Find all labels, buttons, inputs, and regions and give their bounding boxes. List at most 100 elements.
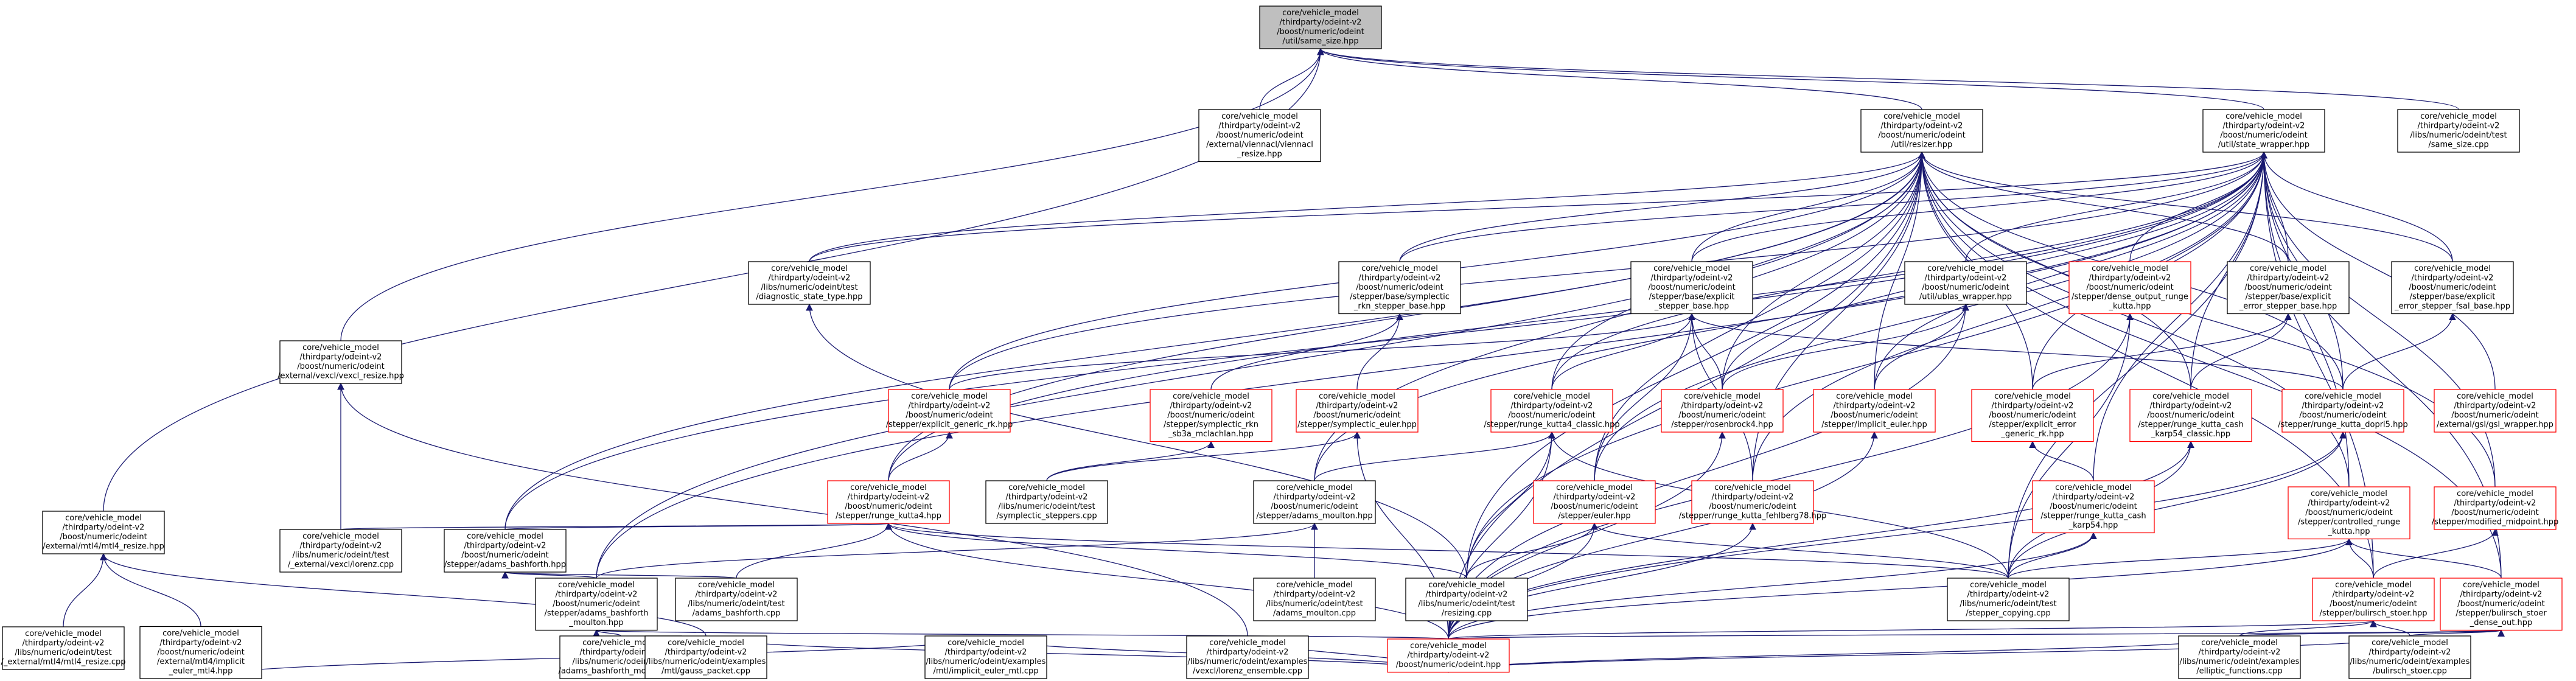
include-edge [2008, 313, 2134, 579]
graph-node-n29[interactable]: core/vehicle_model/thirdparty/odeint-v2/… [1533, 480, 1656, 524]
graph-node-n9[interactable]: core/vehicle_model/thirdparty/odeint-v2/… [1630, 261, 1753, 315]
graph-node-n17[interactable]: core/vehicle_model/thirdparty/odeint-v2/… [1296, 389, 1419, 433]
graph-node-n16[interactable]: core/vehicle_model/thirdparty/odeint-v2/… [1150, 389, 1272, 442]
graph-node-n19[interactable]: core/vehicle_model/thirdparty/odeint-v2/… [1661, 389, 1784, 433]
graph-node-n34[interactable]: core/vehicle_model/thirdparty/odeint-v2/… [279, 529, 402, 573]
graph-node-n47[interactable]: core/vehicle_model/thirdparty/odeint-v2/… [1186, 635, 1309, 679]
node-label-line: /stepper/implicit_euler.hpp [1821, 421, 1927, 430]
node-label-line: /external/gsl/gsl_wrapper.hpp [2437, 421, 2553, 430]
node-label-line: /thirdparty/odeint-v2 [1426, 590, 1508, 599]
graph-node-n2[interactable]: core/vehicle_model/thirdparty/odeint-v2/… [1860, 109, 1983, 153]
include-edge [1448, 303, 1969, 640]
include-edge [2370, 620, 2410, 637]
node-label-line: /thirdparty/odeint-v2 [2460, 590, 2543, 599]
graph-node-n8[interactable]: core/vehicle_model/thirdparty/odeint-v2/… [1338, 261, 1461, 315]
node-label-line: /mtl/implicit_euler_mtl.cpp [933, 667, 1038, 676]
graph-node-n22[interactable]: core/vehicle_model/thirdparty/odeint-v2/… [2129, 389, 2252, 442]
graph-node-n23[interactable]: core/vehicle_model/thirdparty/odeint-v2/… [2278, 389, 2408, 433]
include-edge [806, 303, 1467, 579]
node-label-line: /thirdparty/odeint-v2 [464, 542, 546, 551]
graph-node-n30[interactable]: core/vehicle_model/thirdparty/odeint-v2/… [1679, 480, 1827, 524]
graph-node-n27[interactable]: core/vehicle_model/thirdparty/odeint-v2/… [1253, 480, 1376, 524]
graph-node-n7[interactable]: core/vehicle_model/thirdparty/odeint-v2/… [748, 261, 871, 305]
node-box [2227, 261, 2350, 315]
node-label-line: /thirdparty/odeint-v2 [23, 639, 105, 648]
include-edge [809, 151, 1925, 262]
node-label-line: /thirdparty/odeint-v2 [769, 274, 851, 283]
node-box [1253, 578, 1376, 621]
include-edge [340, 47, 1324, 341]
node-label-line: /stepper/explicit_generic_rk.hpp [886, 421, 1013, 430]
graph-node-n25[interactable]: core/vehicle_model/thirdparty/odeint-v2/… [2432, 486, 2558, 530]
node-label-line: _rkn_stepper_base.hpp [1353, 302, 1445, 311]
include-edge [1210, 313, 1403, 390]
graph-node-n28[interactable]: core/vehicle_model/thirdparty/odeint-v2/… [827, 480, 950, 524]
node-box [1405, 578, 1528, 621]
graph-node-n14[interactable]: core/vehicle_model/thirdparty/odeint-v2/… [2434, 389, 2557, 433]
node-label-line: /stepper/explicit_error [1989, 421, 2076, 430]
graph-node-n38[interactable]: core/vehicle_model/thirdparty/odeint-v2/… [1947, 578, 2070, 621]
include-edge [2345, 538, 2502, 579]
graph-node-n15[interactable]: core/vehicle_model/thirdparty/odeint-v2/… [886, 389, 1013, 433]
node-label-line: /thirdparty/odeint-v2 [300, 353, 382, 362]
include-edge [885, 522, 2009, 579]
graph-node-n32[interactable]: core/vehicle_model/thirdparty/odeint-v2/… [2312, 578, 2435, 621]
graph-node-n21[interactable]: core/vehicle_model/thirdparty/odeint-v2/… [1971, 389, 2094, 442]
node-label-line: /boost/numeric/odeint [2451, 411, 2539, 420]
graph-node-n24[interactable]: core/vehicle_model/thirdparty/odeint-v2/… [2288, 486, 2410, 540]
include-edge [1399, 151, 1925, 262]
node-label-line: /resizing.cpp [1442, 609, 1492, 618]
node-box [1259, 5, 1382, 49]
node-label-line: /thirdparty/odeint-v2 [696, 590, 778, 599]
graph-node-n37[interactable]: core/vehicle_model/thirdparty/odeint-v2/… [1253, 578, 1376, 621]
node-box [139, 626, 262, 679]
graph-node-n40[interactable]: core/vehicle_model/thirdparty/odeint-v2/… [675, 578, 798, 621]
node-box [827, 480, 950, 524]
graph-node-n48[interactable]: core/vehicle_model/thirdparty/odeint-v2/… [2178, 635, 2301, 679]
graph-node-n6[interactable]: core/vehicle_model/thirdparty/odeint-v2/… [42, 511, 165, 554]
graph-node-n46[interactable]: core/vehicle_model/thirdparty/odeint-v2/… [924, 635, 1047, 679]
graph-node-n49[interactable]: core/vehicle_model/thirdparty/odeint-v2/… [2348, 635, 2471, 679]
node-label-line: _euler_mtl4.hpp [169, 667, 233, 676]
graph-node-n11[interactable]: core/vehicle_model/thirdparty/odeint-v2/… [2068, 261, 2191, 315]
node-label-line: core/vehicle_model [1209, 638, 1286, 648]
graph-node-n36[interactable]: core/vehicle_model/thirdparty/odeint-v2/… [1405, 578, 1528, 621]
node-label-line: /boost/numeric/odeint [1271, 502, 1358, 511]
graph-node-n44[interactable]: core/vehicle_model/thirdparty/odeint-v2/… [1387, 638, 1510, 673]
node-label-line: /stepper/base/explicit [1649, 293, 1735, 302]
graph-node-n1[interactable]: core/vehicle_model/thirdparty/odeint-v2/… [1198, 109, 1321, 162]
node-label-line: /thirdparty/odeint-v2 [1554, 493, 1636, 502]
graph-node-n18[interactable]: core/vehicle_model/thirdparty/odeint-v2/… [1484, 389, 1620, 433]
node-label-line: core/vehicle_model [1428, 581, 1505, 590]
graph-node-n3[interactable]: core/vehicle_model/thirdparty/odeint-v2/… [2202, 109, 2325, 153]
graph-node-n0[interactable]: core/vehicle_model/thirdparty/odeint-v2/… [1259, 5, 1382, 49]
node-label-line: /libs/numeric/odeint/test [1418, 599, 1515, 609]
graph-node-n33[interactable]: core/vehicle_model/thirdparty/odeint-v2/… [2440, 578, 2563, 631]
node-label-line: /thirdparty/odeint-v2 [1967, 590, 2050, 599]
include-edge [1466, 151, 2267, 579]
node-box [1296, 389, 1419, 433]
graph-node-n45[interactable]: core/vehicle_model/thirdparty/odeint-v2/… [644, 635, 767, 679]
node-label-line: core/vehicle_model [2305, 392, 2381, 401]
node-label-line: /thirdparty/odeint-v2 [945, 648, 1027, 657]
node-label-line: core/vehicle_model [2335, 581, 2412, 590]
graph-node-n35[interactable]: core/vehicle_model/thirdparty/odeint-v2/… [444, 529, 567, 573]
graph-node-n12[interactable]: core/vehicle_model/thirdparty/odeint-v2/… [2227, 261, 2350, 315]
node-box [748, 261, 871, 305]
graph-node-n31[interactable]: core/vehicle_model/thirdparty/odeint-v2/… [2032, 480, 2155, 534]
node-label-line: core/vehicle_model [2457, 489, 2533, 498]
node-label-line: core/vehicle_model [1994, 392, 2071, 401]
graph-node-n10[interactable]: core/vehicle_model/thirdparty/odeint-v2/… [1904, 261, 2027, 305]
graph-node-n26[interactable]: core/vehicle_model/thirdparty/odeint-v2/… [985, 480, 1108, 524]
node-box [2391, 261, 2514, 315]
graph-node-n4[interactable]: core/vehicle_model/thirdparty/odeint-v2/… [2397, 109, 2520, 153]
graph-node-n42[interactable]: core/vehicle_model/thirdparty/odeint-v2/… [139, 626, 262, 679]
node-label-line: core/vehicle_model [2420, 112, 2497, 121]
graph-node-n39[interactable]: core/vehicle_model/thirdparty/odeint-v2/… [535, 578, 658, 631]
node-label-line: /thirdparty/odeint-v2 [2369, 648, 2451, 657]
graph-node-n5[interactable]: core/vehicle_model/thirdparty/odeint-v2/… [277, 340, 404, 384]
graph-node-n13[interactable]: core/vehicle_model/thirdparty/odeint-v2/… [2391, 261, 2514, 315]
graph-node-n41[interactable]: core/vehicle_model/thirdparty/odeint-v2/… [1, 626, 126, 670]
graph-node-n20[interactable]: core/vehicle_model/thirdparty/odeint-v2/… [1813, 389, 1936, 433]
node-box [1150, 389, 1272, 442]
